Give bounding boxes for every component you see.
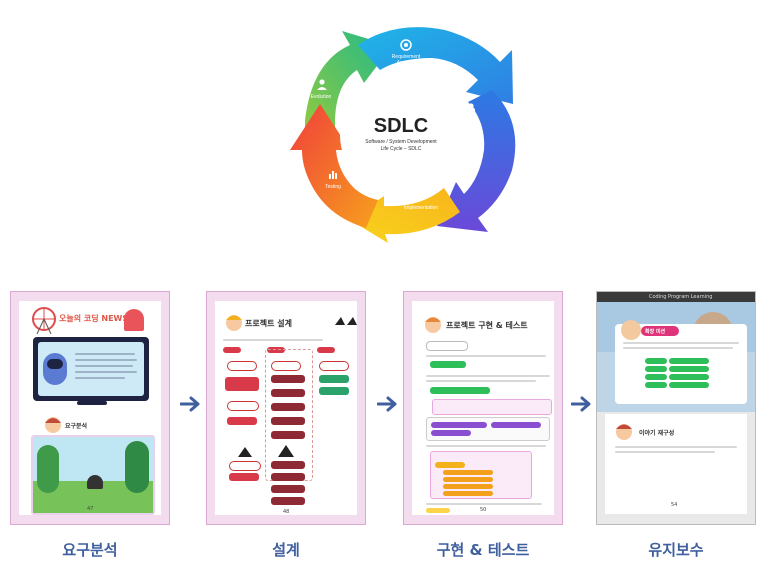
page-thumbnail-requirements: 오늘의 코딩 NEWS! 요구분석 47 xyxy=(10,291,170,525)
code-block xyxy=(430,361,466,368)
character-avatar xyxy=(223,311,245,333)
flow-node xyxy=(227,361,257,371)
page-number: 48 xyxy=(283,509,289,515)
caption-requirements: 요구분석 xyxy=(10,539,170,560)
gear-icon xyxy=(416,192,424,200)
testing-label: Testing xyxy=(325,184,341,190)
page-number: 50 xyxy=(480,507,486,513)
arrow-right-icon xyxy=(571,395,593,413)
landscape-illustration xyxy=(31,435,155,515)
crow-icons xyxy=(333,315,357,327)
ferris-wheel-illustration xyxy=(29,305,59,335)
implementation-page-title: 프로젝트 구현 & 테스트 xyxy=(446,320,528,331)
character-avatar xyxy=(43,415,63,435)
tent-illustration xyxy=(124,309,144,331)
evolution-label: Evolution xyxy=(311,94,332,100)
sdlc-center-title: SDLC xyxy=(374,115,428,137)
arrow-right-icon xyxy=(377,395,399,413)
mission-title: 확장 미션 xyxy=(645,328,665,335)
page-thumbnail-maintenance: Coding Program Learning 확장 미션 이야기 재구성 5 xyxy=(596,291,756,525)
character-avatar xyxy=(621,320,641,340)
implementation-label: Implementation xyxy=(404,205,438,211)
news-title: 오늘의 코딩 NEWS! xyxy=(59,313,132,324)
arrow-right-icon xyxy=(180,395,202,413)
code-block xyxy=(430,387,490,394)
design-page-title: 프로젝트 설계 xyxy=(245,318,292,329)
app-header-title: Coding Program Learning xyxy=(649,294,712,300)
tv-screen xyxy=(33,337,149,401)
caption-design: 설계 xyxy=(206,539,366,560)
cloud-icon xyxy=(463,103,475,113)
page-number: 47 xyxy=(87,506,93,512)
story-title: 이야기 재구성 xyxy=(639,428,674,437)
sdlc-cycle-diagram: SDLC Software / System Development Life … xyxy=(0,0,773,260)
flow-start-node xyxy=(223,347,241,353)
game-scene: 확장 미션 xyxy=(597,302,755,412)
crow-icon xyxy=(277,443,295,459)
design-label: Design xyxy=(462,118,478,124)
robot-illustration xyxy=(43,353,67,385)
page-thumbnail-design: 프로젝트 설계 48 xyxy=(206,291,366,525)
caption-implementation-test: 구현 & 테스트 xyxy=(403,539,563,560)
page-number: 54 xyxy=(671,502,677,508)
section-title-requirements: 요구분석 xyxy=(65,421,87,430)
caption-maintenance: 유지보수 xyxy=(596,539,756,560)
mission-panel: 확장 미션 xyxy=(615,324,747,404)
crow-icon xyxy=(237,445,253,459)
requirement-label-line2: Analysis xyxy=(397,60,416,66)
character-avatar xyxy=(422,313,444,335)
character-avatar xyxy=(613,420,635,442)
page-thumbnail-implementation-test: 프로젝트 구현 & 테스트 50 xyxy=(403,291,563,525)
sdlc-subtitle-line1: Software / System Development xyxy=(365,139,437,145)
sdlc-subtitle-line2: Life Cycle – SDLC xyxy=(381,146,422,152)
